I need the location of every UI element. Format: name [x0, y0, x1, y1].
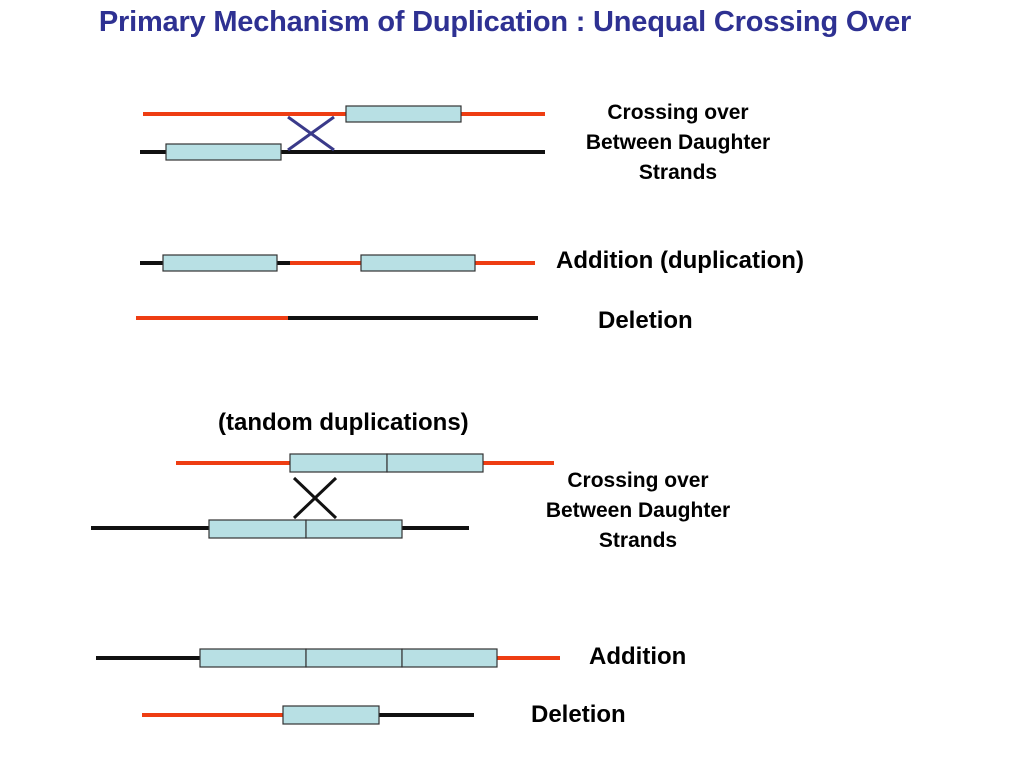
crossover-x-mark	[287, 115, 335, 152]
crossing-over-label-2: Crossing over Between Daughter Strands	[508, 466, 768, 556]
label-line: Strands	[638, 161, 718, 184]
gene-block	[360, 254, 476, 272]
gene-block	[282, 705, 380, 725]
deletion-label-2: Deletion	[531, 701, 626, 728]
panel-2-addition	[96, 648, 560, 668]
gene-block	[305, 519, 403, 539]
gene-block	[162, 254, 278, 272]
gene-block	[386, 453, 484, 473]
gene-block	[208, 519, 307, 539]
panel-1-addition	[140, 254, 535, 272]
gene-block	[289, 453, 388, 473]
gene-block	[401, 648, 498, 668]
label-line: Between Daughter	[545, 499, 731, 522]
addition-duplication-label: Addition (duplication)	[556, 247, 804, 274]
label-line: Between Daughter	[585, 131, 771, 154]
addition-label-2: Addition	[589, 643, 687, 670]
tandem-duplications-heading: (tandom duplications)	[218, 409, 469, 436]
page-title: Primary Mechanism of Duplication : Unequ…	[98, 6, 912, 38]
label-line: Crossing over	[607, 101, 749, 124]
deletion-label-1: Deletion	[598, 307, 693, 334]
label-line: Crossing over	[567, 469, 709, 492]
gene-block	[305, 648, 403, 668]
gene-block	[345, 105, 462, 123]
panel-2-crossing	[91, 453, 554, 539]
crossover-x-mark	[292, 476, 338, 520]
label-line: Strands	[598, 529, 678, 552]
gene-block	[199, 648, 307, 668]
panel-2-deletion	[142, 705, 474, 725]
crossing-over-label-1: Crossing over Between Daughter Strands	[548, 98, 808, 188]
panel-1-crossing	[140, 105, 545, 161]
gene-block	[165, 143, 282, 161]
